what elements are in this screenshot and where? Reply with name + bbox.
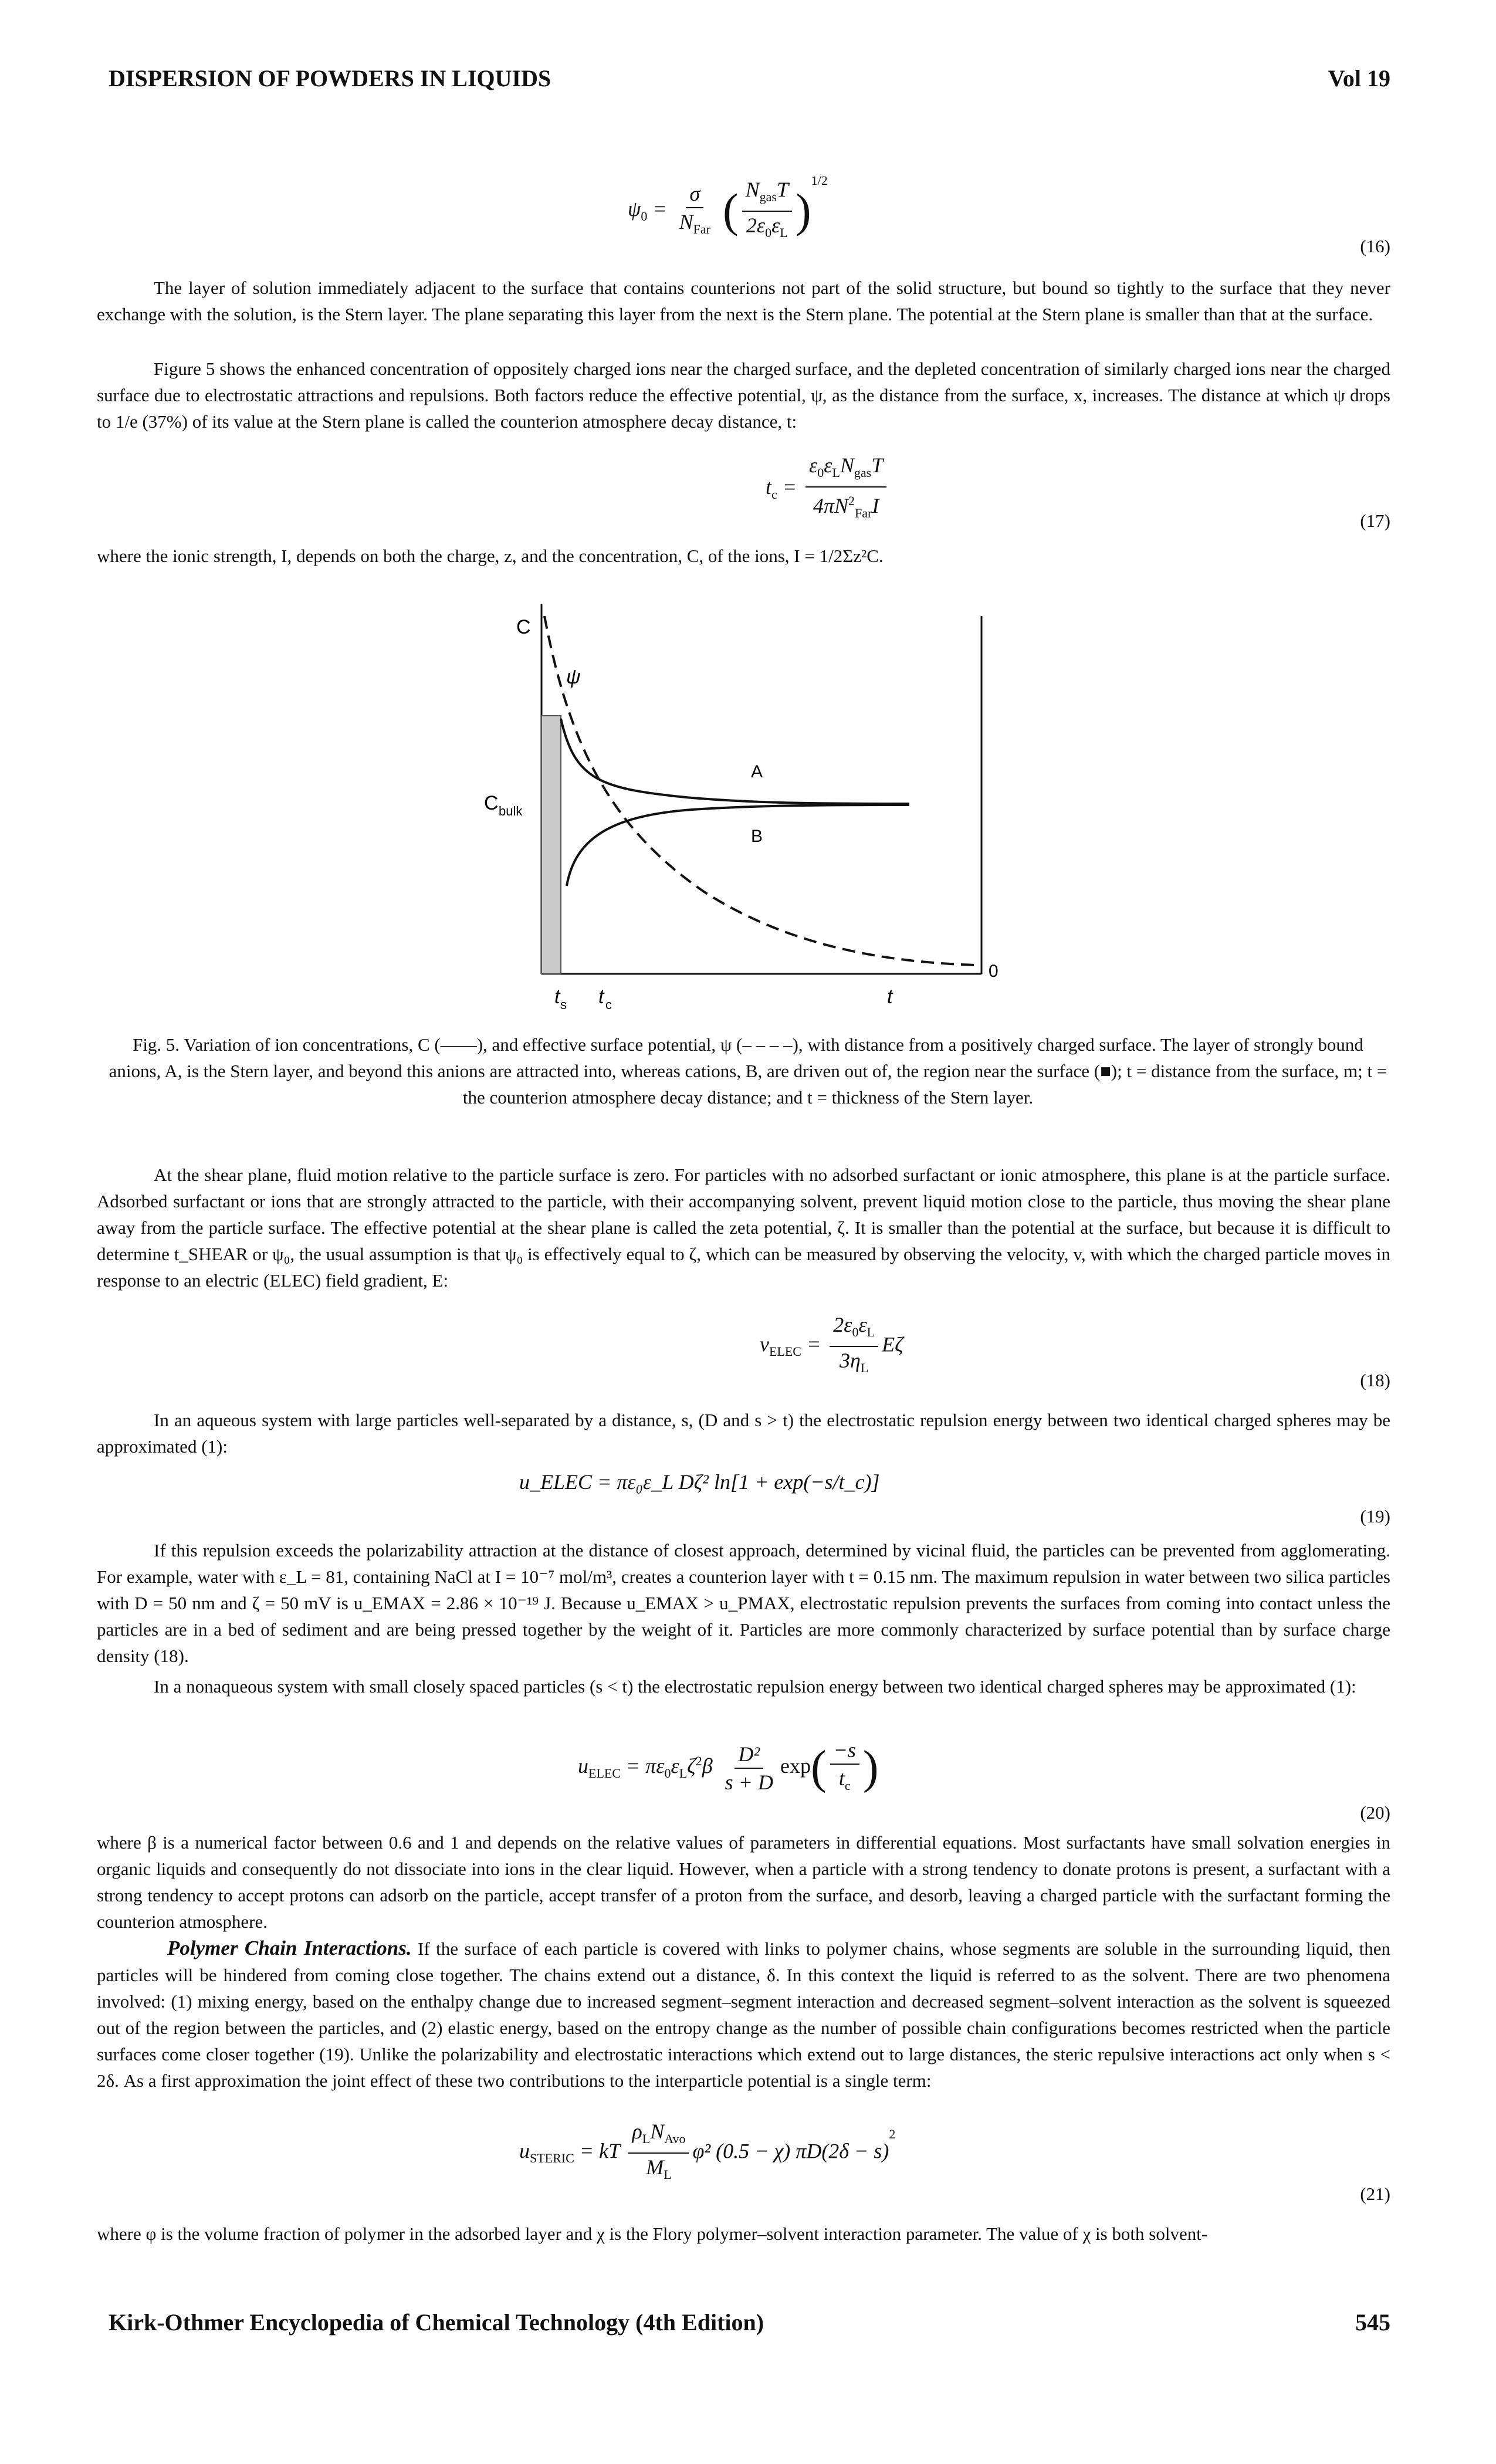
equation-number: (17) bbox=[1360, 510, 1390, 531]
equation-number: (20) bbox=[1360, 1802, 1390, 1823]
paragraph-shear-plane: At the shear plane, fluid motion relativ… bbox=[97, 1165, 1390, 1291]
page-footer: Kirk-Othmer Encyclopedia of Chemical Tec… bbox=[109, 2309, 1390, 2336]
equation-number: (19) bbox=[1360, 1506, 1390, 1527]
label-curve-b: B bbox=[751, 827, 763, 846]
label-ts-sub: s bbox=[560, 997, 567, 1012]
equation-number: (21) bbox=[1360, 2184, 1390, 2204]
paragraph-repulsion-example: If this repulsion exceeds the polarizabi… bbox=[97, 1540, 1390, 1666]
label-curve-a: A bbox=[751, 762, 763, 781]
paragraph-flory-parameter: where φ is the volume fraction of polyme… bbox=[97, 2223, 1208, 2244]
label-tc-sub: c bbox=[605, 997, 612, 1012]
running-head-title: DISPERSION OF POWDERS IN LIQUIDS bbox=[109, 65, 551, 92]
label-c-axis: C bbox=[516, 616, 531, 638]
figure-5-plot: C ψ C bulk A B 0 t s t c t bbox=[484, 604, 999, 1012]
paragraph-figure5-intro: Figure 5 shows the enhanced concentratio… bbox=[97, 358, 1390, 432]
label-c-bulk-sub: bulk bbox=[499, 804, 523, 818]
run-in-heading: Polymer Chain Interactions. bbox=[167, 1937, 412, 1959]
label-zero: 0 bbox=[989, 962, 999, 981]
label-t: t bbox=[887, 986, 893, 1008]
stern-layer-region bbox=[541, 715, 561, 974]
paragraph-aqueous-system: In an aqueous system with large particle… bbox=[97, 1410, 1390, 1457]
equation-number: (16) bbox=[1360, 236, 1390, 256]
label-ts: t bbox=[554, 986, 561, 1008]
paragraph-polymer-chain: Polymer Chain Interactions. If the surfa… bbox=[97, 1937, 1390, 2091]
label-psi: ψ bbox=[566, 666, 581, 688]
running-head: DISPERSION OF POWDERS IN LIQUIDS Vol 19 bbox=[109, 65, 1390, 92]
paragraph-beta-factor: where β is a numerical factor between 0.… bbox=[97, 1832, 1390, 1932]
page-number: 545 bbox=[1355, 2309, 1390, 2336]
equation-number: (18) bbox=[1360, 1370, 1390, 1390]
curve-a bbox=[560, 718, 910, 805]
label-c-bulk: C bbox=[484, 792, 499, 814]
figure-5-caption: Fig. 5. Variation of ion concentrations,… bbox=[109, 1034, 1387, 1108]
footer-source: Kirk-Othmer Encyclopedia of Chemical Tec… bbox=[109, 2309, 764, 2336]
paragraph-nonaqueous-system: In a nonaqueous system with small closel… bbox=[154, 1676, 1356, 1697]
psi-dashed-curve bbox=[543, 615, 977, 966]
curve-b bbox=[566, 804, 910, 886]
label-tc: t bbox=[598, 986, 605, 1008]
running-head-volume: Vol 19 bbox=[1328, 65, 1390, 92]
paragraph-stern-layer: The layer of solution immediately adjace… bbox=[97, 277, 1390, 324]
paragraph-ionic-strength: where the ionic strength, I, depends on … bbox=[97, 546, 884, 566]
equation-19: u_ELEC = πε₀ε_L Dζ² ln[1 + exp(−s/t_c)] … bbox=[519, 1470, 1390, 1527]
